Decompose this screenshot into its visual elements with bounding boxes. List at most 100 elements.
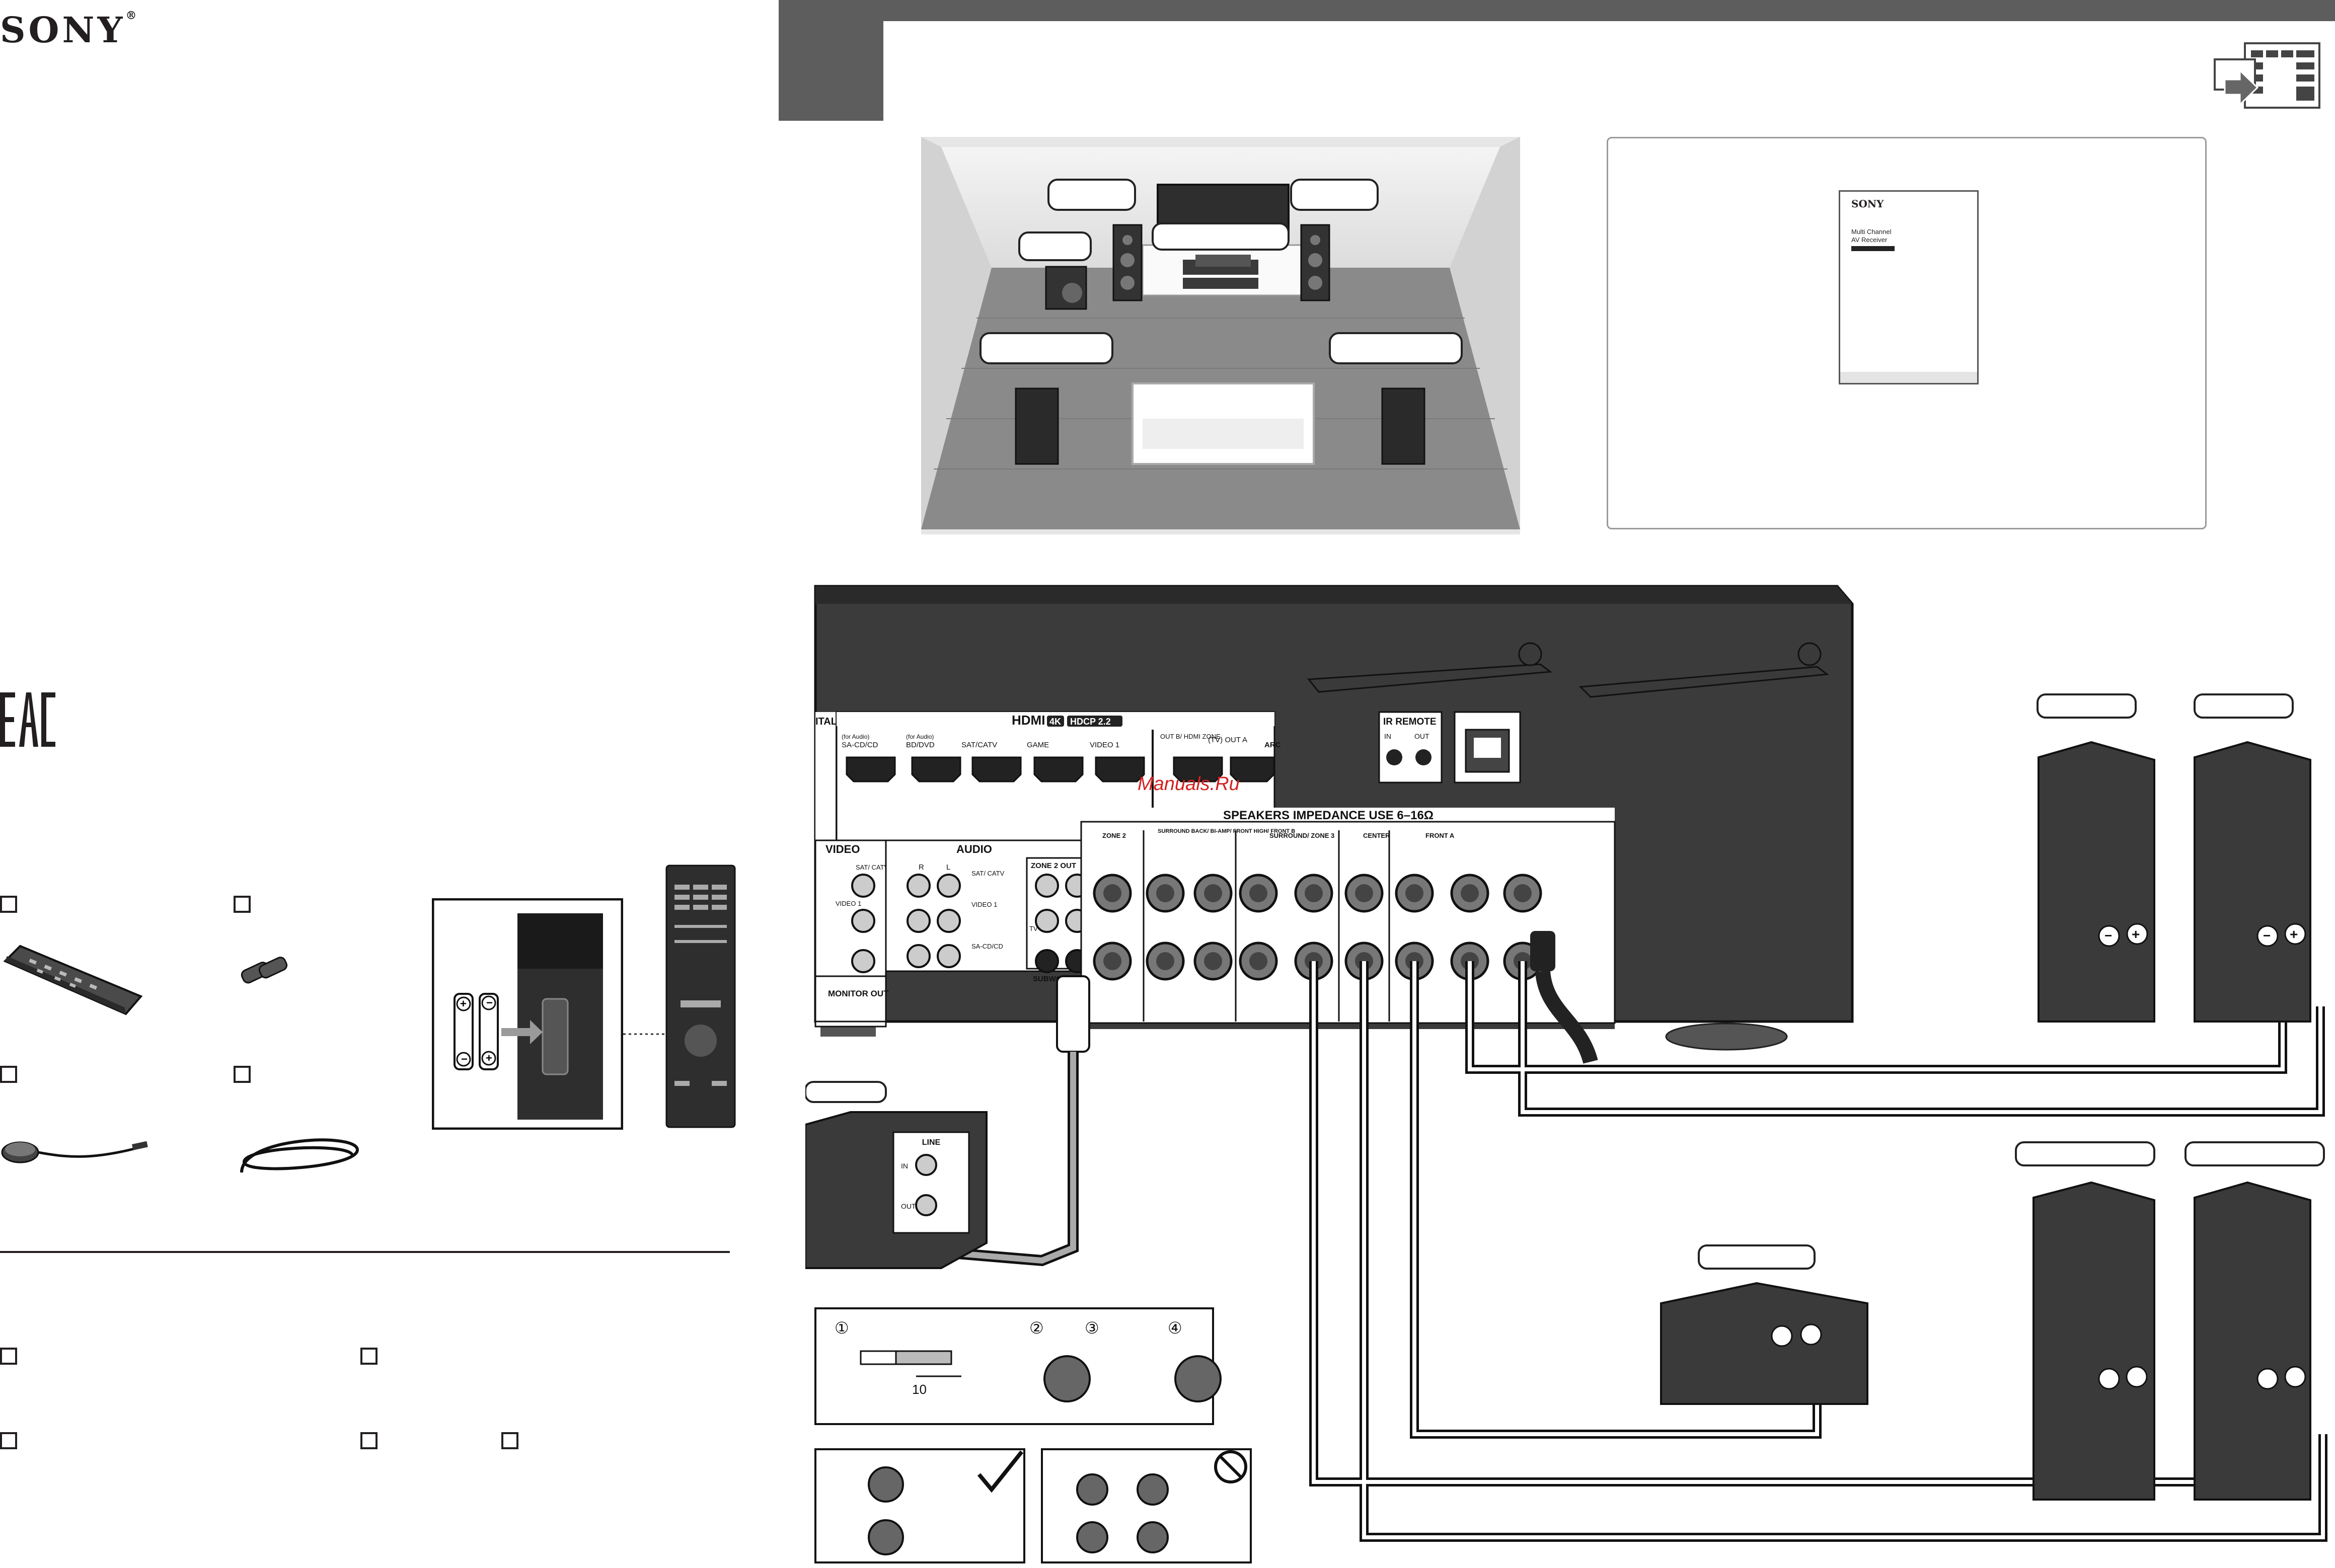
front-right-label-bubble — [2037, 693, 2137, 719]
video-title: VIDEO — [825, 843, 860, 855]
hdmi-arc-label: ARC — [1264, 741, 1281, 749]
step-3: ③ — [1085, 1319, 1099, 1337]
hdmi-port — [971, 756, 1022, 782]
svg-text:+: + — [486, 1052, 492, 1064]
hdmi-4k-badge: 4K — [1049, 717, 1061, 727]
cable-illustration — [240, 1138, 359, 1173]
hdmi-input-label: SA-CD/CD — [842, 741, 878, 749]
hdmi-port — [1230, 756, 1275, 782]
ir-in-label: IN — [1384, 732, 1391, 740]
center-label-bubble — [1698, 1244, 1816, 1270]
svg-text:−: − — [461, 1053, 468, 1065]
svg-text:+: + — [460, 997, 467, 1010]
accessory-checkbox[interactable] — [0, 1066, 17, 1083]
sub-out-label: OUT — [901, 1202, 916, 1210]
antenna-left — [1307, 663, 1553, 693]
speakers-panel — [1080, 821, 1616, 1024]
hdmi-port — [1095, 756, 1145, 782]
sub-in-label: IN — [901, 1162, 908, 1170]
ir-remote-panel — [1378, 711, 1443, 783]
manual-cover: SONY Multi Channel AV Receiver — [1839, 190, 1979, 384]
checkbox[interactable] — [501, 1432, 518, 1449]
battery-insertion-diagram: + + − − — [432, 898, 623, 1130]
manual-brand: SONY — [1851, 198, 1884, 210]
hdmi-port — [1033, 756, 1084, 782]
front-right-speaker — [2038, 741, 2155, 1023]
svg-text:−: − — [2104, 928, 2112, 943]
step-2: ② — [1029, 1319, 1044, 1337]
svg-text:+: + — [2290, 926, 2298, 942]
hdmi-title: HDMI — [1012, 713, 1045, 728]
eac-certification-mark — [0, 692, 55, 747]
speaker-group-label: CENTER — [1363, 832, 1390, 839]
audio-r: R — [919, 863, 924, 872]
hdmi-input-label: BD/DVD — [906, 741, 935, 749]
hdmi-hdcp-badge: HDCP 2.2 — [1070, 717, 1111, 727]
hdmi-input-label: VIDEO 1 — [1090, 741, 1119, 749]
layout-map-icon — [2214, 42, 2320, 109]
tv-label: TV — [1029, 925, 1038, 932]
hdmi-note: (for Audio) — [842, 733, 869, 740]
video-input-label: VIDEO 1 — [836, 900, 861, 907]
remote-control-illustration — [3, 945, 143, 1015]
hdmi-input-label: GAME — [1027, 741, 1049, 749]
audio-input-label: VIDEO 1 — [971, 901, 997, 908]
digital-label: ITAL — [815, 716, 837, 727]
hdmi-port — [911, 756, 961, 782]
surround-right-label-bubble — [2015, 1141, 2155, 1166]
accessory-checkbox[interactable] — [234, 1066, 251, 1083]
accessory-checkbox[interactable] — [0, 896, 17, 913]
hdmi-input-label: SAT/CATV — [961, 741, 997, 749]
receiver-connection-diagram: ITAL HDMI 4K HDCP 2.2 SA-CD/CD BD/DVD SA… — [805, 585, 2327, 1563]
monitor-out-label: MONITOR OUT — [828, 989, 889, 998]
hdmi-port — [846, 756, 896, 782]
sub-line-label: LINE — [922, 1138, 941, 1147]
subwoofer-label-bubble — [805, 1081, 887, 1103]
checkbox[interactable] — [360, 1348, 378, 1365]
speakers-title: SPEAKERS IMPEDANCE USE 6–16Ω — [1223, 809, 1434, 822]
checkbox[interactable] — [0, 1432, 17, 1449]
zone2-out-label: ZONE 2 OUT — [1031, 861, 1076, 870]
speaker-group-label: SURROUND/ ZONE 3 — [1269, 832, 1334, 839]
audio-input-label: SAT/ CATV — [971, 870, 1005, 877]
surround-left-speaker — [2194, 1181, 2311, 1501]
front-left-label-bubble — [2194, 693, 2294, 719]
svg-text:−: − — [486, 996, 493, 1009]
center-speaker — [1660, 1282, 1868, 1405]
header-bar — [779, 0, 2335, 21]
accessory-checkbox[interactable] — [234, 896, 251, 913]
checkbox[interactable] — [360, 1432, 378, 1449]
ir-out-label: OUT — [1414, 732, 1429, 740]
watermark: Manuals.Ru — [1138, 773, 1240, 795]
front-left-speaker — [2194, 741, 2311, 1023]
correct-wiring-example — [814, 1448, 1025, 1563]
manual-title-2: AV Receiver — [1851, 236, 1888, 244]
video-input-label: SAT/ CATV — [856, 864, 889, 871]
checkbox[interactable] — [0, 1348, 17, 1365]
remote-control-front — [665, 865, 736, 1128]
leader-line — [623, 1033, 668, 1035]
section-divider — [0, 1251, 730, 1253]
svg-text:−: − — [2263, 928, 2271, 943]
step-4: ④ — [1168, 1319, 1182, 1337]
strip-length: 10 — [912, 1382, 927, 1397]
audio-input-label: SA-CD/CD — [971, 943, 1003, 950]
speaker-placement-room — [921, 137, 1520, 534]
speaker-group-label: FRONT A — [1425, 832, 1455, 839]
audio-title: AUDIO — [956, 843, 992, 855]
header-block — [779, 0, 883, 121]
ir-remote-label: IR REMOTE — [1383, 717, 1437, 727]
calibration-mic-illustration — [1, 1141, 148, 1163]
hdmi-note: (for Audio) — [906, 733, 934, 740]
manual-title-1: Multi Channel — [1851, 228, 1892, 236]
surround-left-label-bubble — [2185, 1141, 2325, 1166]
antenna-right — [1578, 666, 1829, 698]
hdmi-output-label: (TV) OUT A — [1208, 736, 1247, 744]
audio-l: L — [946, 863, 950, 872]
step-1: ① — [835, 1319, 849, 1337]
manual-footer-strip — [1840, 372, 1977, 383]
hdmi-port — [1173, 756, 1223, 782]
speaker-group-label: ZONE 2 — [1102, 832, 1126, 839]
svg-text:+: + — [2132, 926, 2140, 942]
manual-title-bar — [1851, 246, 1895, 251]
